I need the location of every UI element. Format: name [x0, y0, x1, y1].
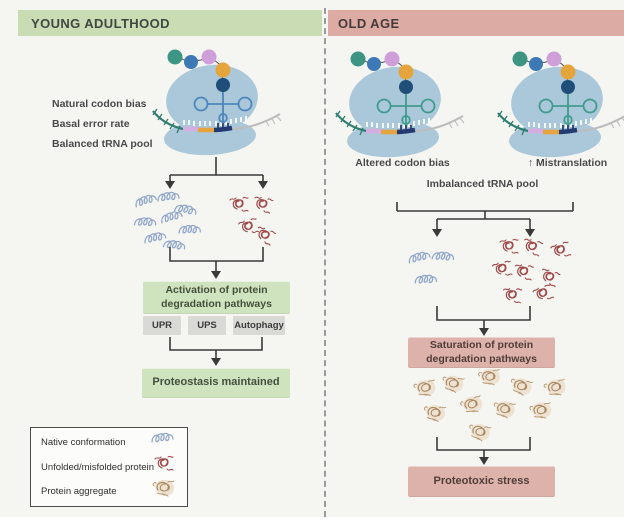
feature-basal-error-rate: Basal error rate: [52, 118, 130, 130]
saturation-line1: Saturation of protein: [429, 339, 534, 352]
proteotoxic-stress-box: Proteotoxic stress: [408, 466, 555, 497]
legend-box: Native conformation Unfolded/misfolded p…: [30, 427, 188, 507]
legend-aggregate-label: Protein aggregate: [41, 486, 117, 497]
activation-degradation-box: Activation of protein degradation pathwa…: [143, 281, 290, 314]
feature-balanced-trna-pool: Balanced tRNA pool: [52, 138, 153, 150]
legend-misfolded-label: Unfolded/misfolded protein: [41, 462, 155, 473]
mistranslation-label: ↑ Mistranslation: [527, 157, 608, 169]
young-adulthood-title: YOUNG ADULTHOOD: [31, 15, 170, 31]
saturation-line2: degradation pathways: [426, 352, 537, 365]
autophagy-box: Autophagy: [233, 316, 285, 335]
imbalanced-trna-pool-label: Imbalanced tRNA pool: [426, 178, 539, 190]
saturation-degradation-box: Saturation of protein degradation pathwa…: [408, 337, 555, 368]
young-adulthood-header: YOUNG ADULTHOOD: [18, 10, 322, 36]
activation-line1: Activation of protein: [165, 284, 268, 297]
young-features-list: Natural codon bias Basal error rate Bala…: [52, 98, 153, 158]
old-age-title: OLD AGE: [338, 15, 400, 31]
proteostasis-maintained-box: Proteostasis maintained: [142, 368, 290, 398]
activation-line2: degradation pathways: [161, 297, 272, 310]
legend-native-label: Native conformation: [41, 437, 126, 448]
feature-natural-codon-bias: Natural codon bias: [52, 98, 147, 110]
ups-box: UPS: [188, 316, 226, 335]
upr-box: UPR: [143, 316, 181, 335]
altered-codon-bias-label: Altered codon bias: [355, 157, 450, 169]
old-age-header: OLD AGE: [328, 10, 624, 36]
panel-divider-dashed-line: [324, 8, 326, 517]
